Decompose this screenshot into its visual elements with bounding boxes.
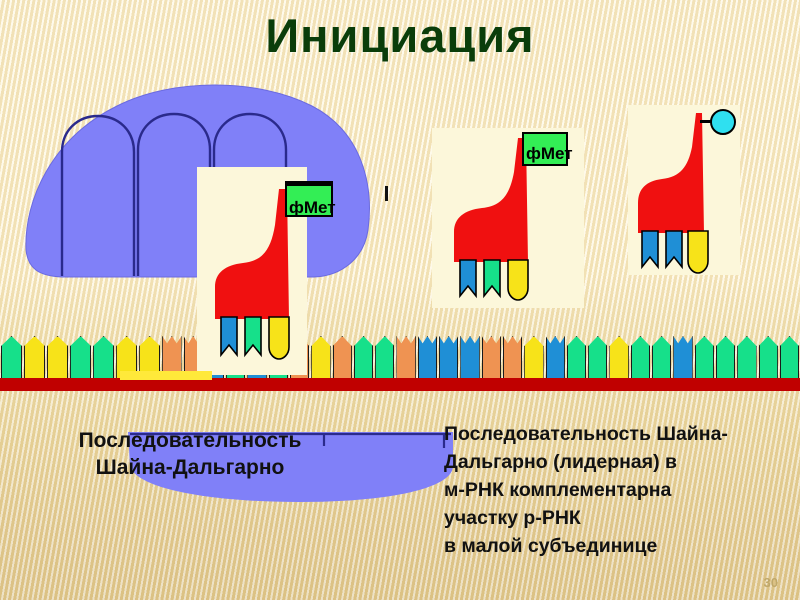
page-number: 30 [763,575,778,590]
mrna-backbone [0,378,800,391]
mrna-nucleotide-33 [715,336,736,382]
mrna-nucleotide-35 [758,336,778,382]
mrna-nucleotide-1 [24,336,46,382]
mrna-nucleotide-27 [588,336,608,382]
mrna-nucleotide-32 [694,336,714,382]
mrna-nucleotide-22 [481,336,501,382]
caption-right-line-0: Последовательность Шайна- [444,423,728,445]
caption-right-line-2: м-РНК комплементарна [444,479,672,502]
caption-right-line-4: в малой субъединице [444,535,658,558]
mrna-nucleotide-7 [162,336,182,382]
mrna-nucleotide-26 [566,336,587,382]
trna-panel-2: фМет [432,128,584,308]
panel-3-aminoacid-stem [700,120,714,123]
mrna-nucleotide-17 [375,336,395,382]
panel-2-aminoacid-label: фМет [522,132,573,166]
mrna-nucleotide-30 [652,336,672,382]
caption-right-line-1: Дальгарно (лидерная) в [444,451,678,474]
mrna-nucleotide-3 [70,336,92,382]
mrna-nucleotide-28 [609,336,629,382]
caption-left-line-0: Последовательность [78,429,302,452]
caption-left-line-1: Шайна-Дальгарно [95,455,285,479]
pointer-tick-mark [385,186,388,201]
mrna-nucleotide-15 [332,336,352,382]
trna-panel-1: фМет [197,167,336,375]
small-ribosomal-subunit [128,432,453,504]
mrna-nucleotide-34 [737,336,757,382]
page-title: Инициация [265,9,535,62]
mrna-nucleotide-31 [673,336,693,382]
mrna-nucleotide-16 [353,336,374,382]
mrna-nucleotide-2 [47,336,69,382]
mrna-nucleotide-0 [1,336,23,382]
mrna-nucleotide-4 [93,336,115,382]
mrna-nucleotide-20 [439,336,459,382]
caption-right: Последовательность Шайна- Дальгарно (лиде… [444,420,794,560]
trna-panel-3 [628,105,740,275]
caption-right-line-3: участку р-РНК [444,507,581,530]
shine-dalgarno-highlight [120,371,212,380]
mrna-nucleotide-23 [502,336,523,382]
mrna-nucleotide-18 [396,336,416,382]
mrna-nucleotide-21 [460,336,480,382]
panel-3-aminoacid-circle [710,109,736,135]
panel-1-aminoacid-label: фМет [285,181,336,217]
mrna-nucleotide-6 [139,336,161,382]
mrna-nucleotide-5 [116,336,138,382]
mrna-nucleotide-29 [630,336,651,382]
mrna-nucleotide-24 [524,336,544,382]
mrna-strand [0,330,800,392]
mrna-nucleotide-14 [311,336,331,382]
mrna-nucleotide-25 [545,336,565,382]
mrna-nucleotide-19 [417,336,438,382]
mrna-nucleotide-36 [779,336,800,382]
